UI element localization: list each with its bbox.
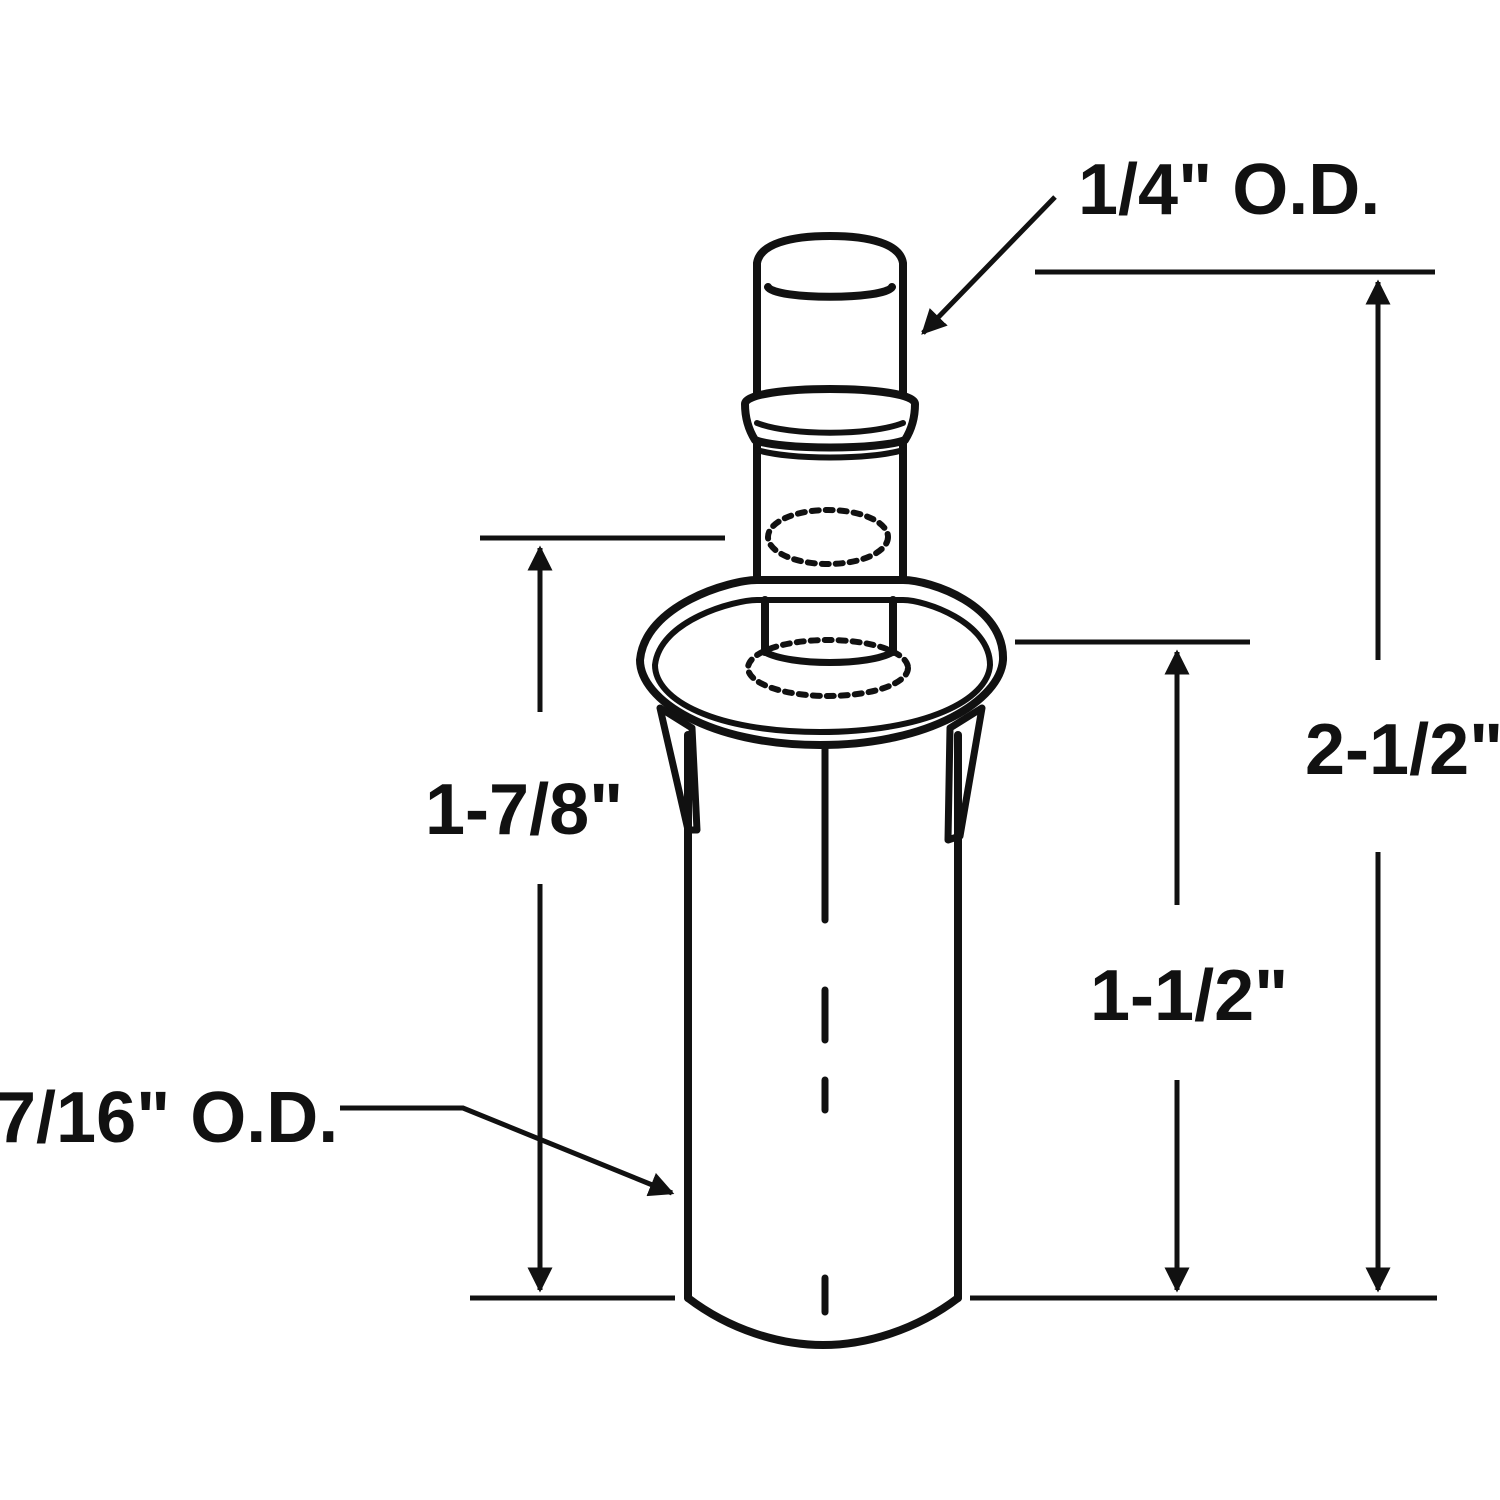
label-barrel-height: 1-1/2"	[1090, 956, 1288, 1036]
dimension-labels: 1/4" O.D. 2-1/2" 1-7/8" 1-1/2" 7/16" O.D…	[0, 150, 1500, 1158]
label-total-height: 2-1/2"	[1305, 710, 1500, 790]
label-pin-od: 1/4" O.D.	[1078, 150, 1380, 230]
barrel-body	[684, 731, 962, 1349]
spring-pin-part	[636, 232, 1008, 1349]
dimension-lines	[340, 195, 1437, 1301]
leader-pin-od	[921, 195, 1057, 335]
label-barrel-od: 7/16" O.D.	[0, 1078, 338, 1158]
label-upper-height: 1-7/8"	[425, 770, 623, 850]
leader-barrel-od	[340, 1105, 675, 1197]
pin-shaft	[745, 438, 911, 699]
barrel-flange	[636, 576, 1008, 844]
pin-collar	[741, 385, 919, 452]
